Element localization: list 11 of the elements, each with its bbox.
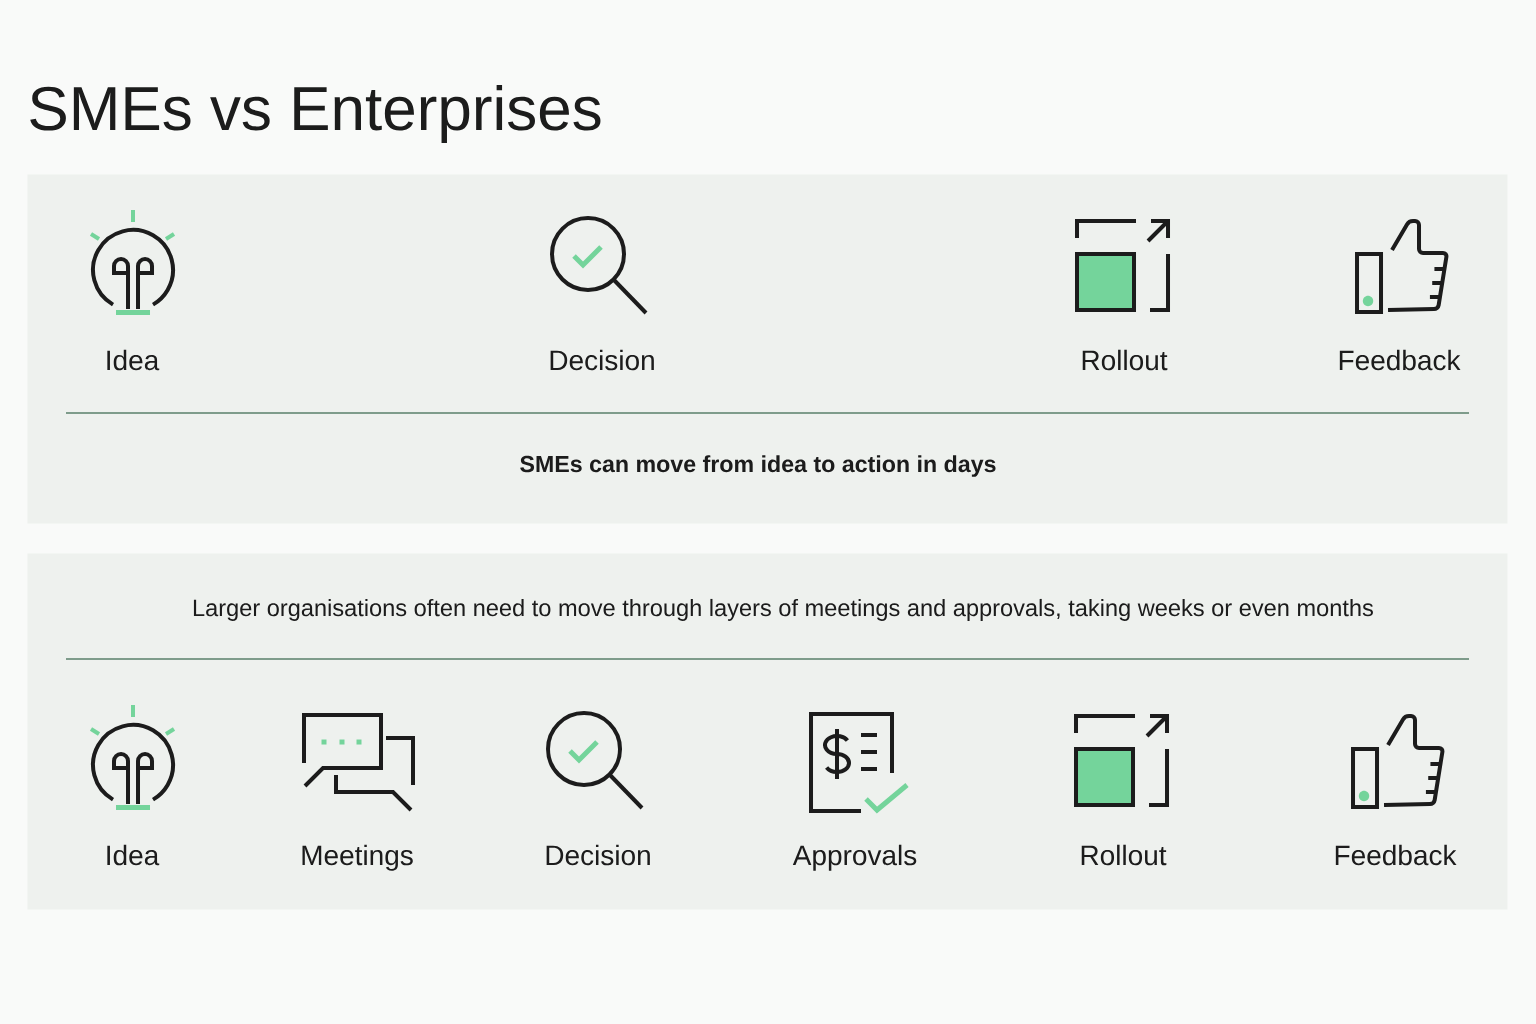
- title: SMEs vs Enterprises: [30, 85, 601, 143]
- step-label: Idea: [107, 349, 160, 371]
- step-label: Decision: [550, 349, 654, 371]
- step-label: Feedback: [1335, 844, 1457, 866]
- step-label: Decision: [546, 844, 650, 866]
- step-label: Rollout: [1081, 844, 1167, 866]
- step-label: Rollout: [1082, 349, 1168, 371]
- step-label: Approvals: [792, 844, 917, 871]
- step-label: Idea: [107, 844, 160, 866]
- step-label: Feedback: [1339, 349, 1461, 371]
- step-label: Meetings: [302, 844, 413, 871]
